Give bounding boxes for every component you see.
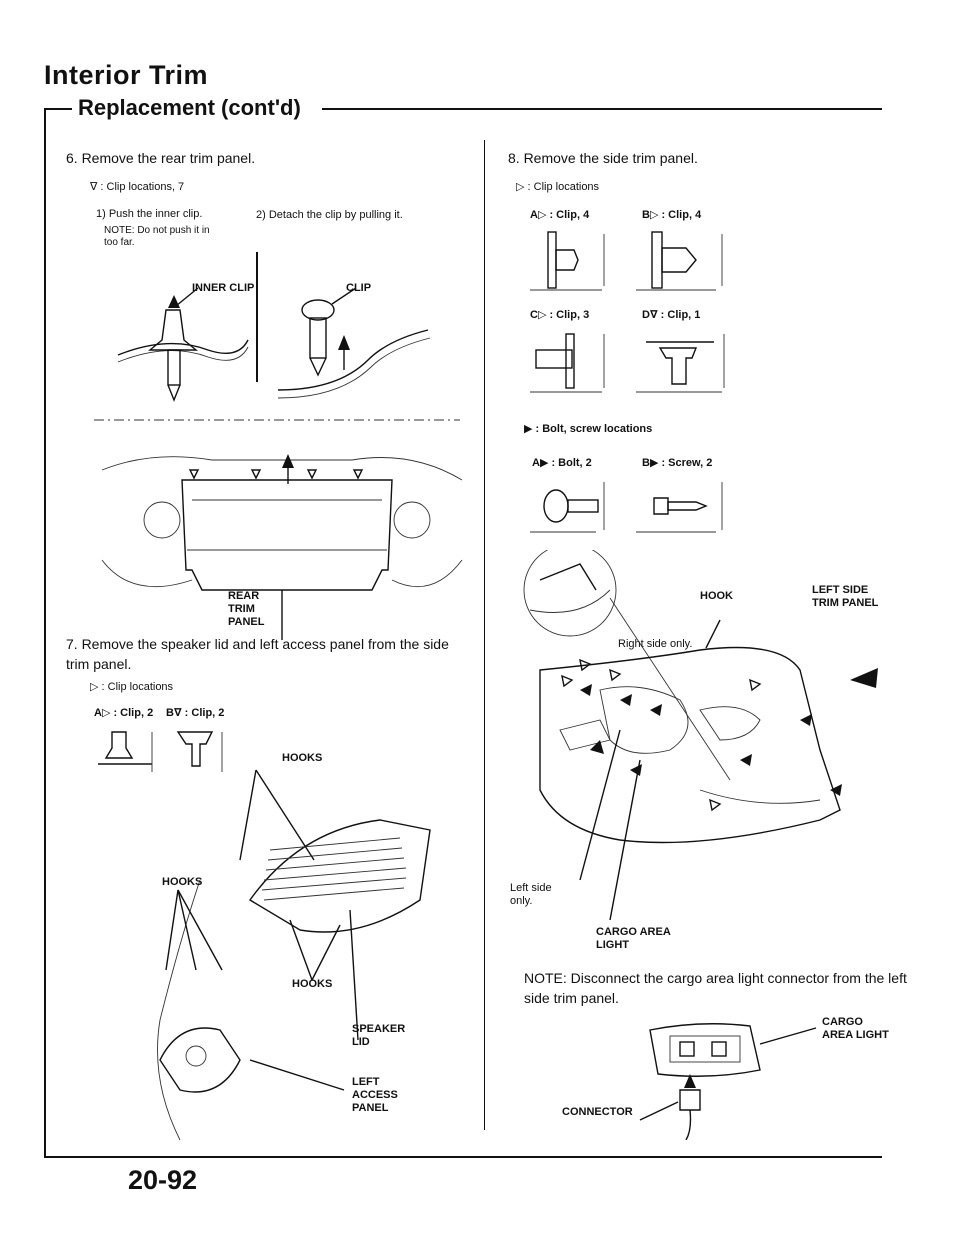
step-8-clip-icons-ab [530,231,723,291]
label-hooks-bottom: HOOKS [292,978,333,990]
step-6-note: NOTE: Do not push it in too far. [104,225,210,248]
step-8-clip-d: D∇ : Clip, 1 [642,309,701,321]
step-8-clip-b: B▷ : Clip, 4 [642,209,702,221]
label-hooks-left: HOOKS [162,876,203,888]
clip-c-icon [530,333,605,393]
step-8-screw-b: B▶ : Screw, 2 [642,457,713,469]
footer-rule [44,1156,882,1158]
column-divider [484,140,485,1130]
step-8-clip-a: A▷ : Clip, 4 [530,209,590,221]
clip-b-icon [636,231,723,291]
label-connector: CONNECTOR [562,1106,633,1118]
cargo-light-connector-diagram [639,1023,817,1140]
step-8-clip-icons-cd [530,333,725,393]
label-speaker-lid: SPEAKER LID [352,1023,406,1048]
page-title: Interior Trim [44,60,209,90]
step-6-text: 6. Remove the rear trim panel. [66,150,256,166]
step-6-instruction-2: 2) Detach the clip by pulling it. [256,209,403,221]
step-8-bolt-a: A▶ : Bolt, 2 [532,457,592,469]
screw-icon [636,482,723,533]
label-left-side-only: Left side only. [510,882,552,907]
clip-a-icon [530,231,605,291]
bolt-icon [530,482,605,533]
clip-d-icon [636,334,725,393]
header-rule-right [322,108,882,110]
step-7-clip-a: A▷ : Clip, 2 [94,707,154,719]
label-cargo-area-light: CARGO AREA LIGHT [596,926,671,951]
step-6-legend: ∇ : Clip locations, 7 [90,181,185,193]
clip-removal-diagram [94,252,460,421]
rear-trim-panel-diagram [101,454,463,640]
step-8-text: 8. Remove the side trim panel. [508,150,698,166]
step-8-note: NOTE: Disconnect the cargo area light co… [524,970,907,1006]
label-clip: CLIP [346,282,372,294]
label-rear-trim-panel: REAR TRIM PANEL [228,590,265,628]
step-6-instruction-1: 1) Push the inner clip. [96,208,203,220]
step-8-bolt-icons [530,482,723,533]
left-margin-rule [44,108,46,1158]
speaker-lid-diagram [157,769,431,1141]
label-inner-clip: INNER CLIP [192,282,255,294]
label-hook: HOOK [700,590,733,602]
step-7-text: 7. Remove the speaker lid and left acces… [66,636,449,672]
step-8-clip-c: C▷ : Clip, 3 [530,309,590,321]
step-7-clip-icons [98,731,223,772]
label-left-access-panel: LEFT ACCESS PANEL [352,1076,398,1114]
clip-b-icon [176,731,223,772]
clip-icon [277,299,431,399]
step-7-clip-b: B∇ : Clip, 2 [166,707,225,719]
side-trim-panel-diagram [523,550,878,921]
header-rule-left [44,108,72,110]
label-hooks-top: HOOKS [282,752,323,764]
page-number: 20-92 [128,1165,198,1195]
page-subtitle: Replacement (cont'd) [78,95,301,120]
clip-a-icon [98,731,153,772]
step-8-bolt-legend: ▶ : Bolt, screw locations [524,423,653,435]
label-right-side-only: Right side only. [618,638,693,650]
step-8-clip-legend: ▷ : Clip locations [516,181,600,193]
label-cargo-area-light-2: CARGO AREA LIGHT [822,1016,889,1041]
step-7-legend: ▷ : Clip locations [90,681,174,693]
label-left-side-trim-panel: LEFT SIDE TRIM PANEL [812,584,879,609]
inner-clip-icon [117,295,249,402]
